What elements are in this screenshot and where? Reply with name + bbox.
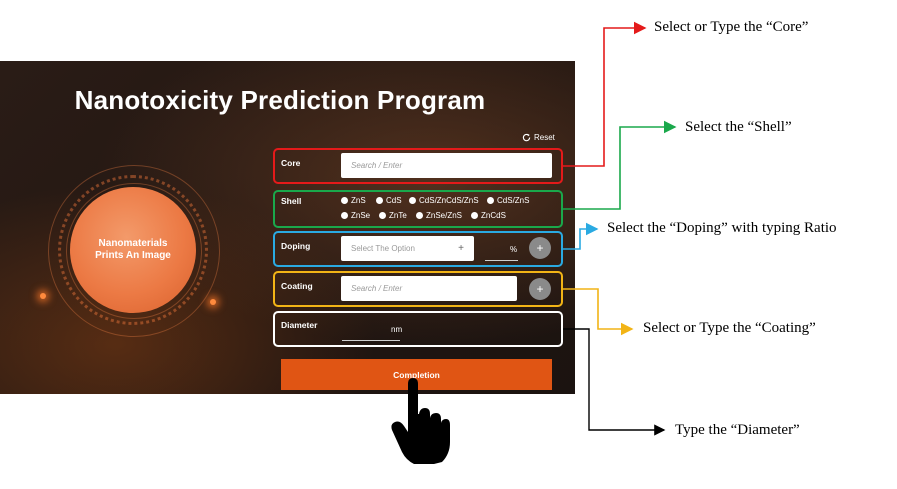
diameter-input[interactable] xyxy=(342,340,400,341)
radio-dot xyxy=(487,197,494,204)
hand-pointer-icon xyxy=(391,378,450,464)
shell-option-radio[interactable]: ZnCdS xyxy=(471,211,506,220)
page-title: Nanotoxicity Prediction Program xyxy=(74,85,486,115)
radio-dot xyxy=(341,212,348,219)
doping-ratio-input[interactable] xyxy=(485,260,518,261)
shell-option-radio[interactable]: ZnS xyxy=(341,196,366,205)
dotted-ring xyxy=(58,175,208,325)
doping-connector xyxy=(563,222,599,250)
shell-option-label: ZnSe xyxy=(351,211,371,220)
completion-label: Completion xyxy=(393,369,440,380)
coating-label: Coating xyxy=(281,281,313,291)
core-annotation: Select or Type the “Core” xyxy=(654,19,809,35)
shell-option-radio[interactable]: ZnSe xyxy=(341,211,370,220)
core-highlight-box xyxy=(273,148,563,184)
doping-add-button[interactable]: + xyxy=(529,237,551,259)
glow-dot xyxy=(40,293,46,299)
diameter-unit: nm xyxy=(391,325,403,334)
shell-option-label: CdS/ZnCdS/ZnS xyxy=(419,196,479,205)
plus-icon: + xyxy=(458,243,464,254)
core-connector xyxy=(563,21,647,167)
radio-dot xyxy=(341,197,348,204)
shell-option-radio[interactable]: ZnTe xyxy=(379,211,407,220)
plus-icon: + xyxy=(536,241,544,255)
glow-dot xyxy=(210,299,216,305)
doping-label: Doping xyxy=(281,241,311,251)
shell-option-radio[interactable]: ZnSe/ZnS xyxy=(416,211,462,220)
shell-option-label: CdS xyxy=(386,196,402,205)
coating-connector xyxy=(563,288,634,336)
shell-option-label: ZnTe xyxy=(389,211,407,220)
image-placeholder-text: Nanomaterials Prints An Image xyxy=(95,238,171,261)
refresh-icon xyxy=(522,133,531,142)
diameter-highlight-box xyxy=(273,311,563,347)
core-search-input[interactable]: Search / Enter xyxy=(341,153,552,178)
diameter-annotation: Type the “Diameter” xyxy=(675,422,800,438)
shell-annotation: Select the “Shell” xyxy=(685,119,792,135)
shell-highlight-box xyxy=(273,190,563,228)
shell-option-radio[interactable]: CdS/ZnS xyxy=(487,196,529,205)
radio-dot xyxy=(409,197,416,204)
shell-option-radio[interactable]: CdS xyxy=(376,196,402,205)
plus-icon: + xyxy=(536,282,544,296)
shell-option-label: CdS/ZnS xyxy=(497,196,530,205)
outer-ring xyxy=(48,165,220,337)
radio-dot xyxy=(376,197,383,204)
shell-option-label: ZnS xyxy=(351,196,366,205)
shell-label: Shell xyxy=(281,196,302,206)
doping-annotation: Select the “Doping” with typing Ratio xyxy=(607,220,837,236)
coating-add-button[interactable]: + xyxy=(529,278,551,300)
reset-button[interactable]: Reset xyxy=(522,133,555,142)
diameter-label: Diameter xyxy=(281,320,318,330)
doping-select[interactable]: Select The Option + xyxy=(341,236,474,261)
core-label: Core xyxy=(281,158,301,168)
shell-option-label: ZnSe/ZnS xyxy=(426,211,463,220)
radio-dot xyxy=(379,212,386,219)
radio-dot xyxy=(416,212,423,219)
radio-dot xyxy=(471,212,478,219)
shell-option-radio[interactable]: CdS/ZnCdS/ZnS xyxy=(409,196,479,205)
shell-connector xyxy=(563,120,677,210)
coating-highlight-box xyxy=(273,271,563,307)
reset-label: Reset xyxy=(534,133,555,142)
core-placeholder: Search / Enter xyxy=(351,161,403,170)
coating-placeholder: Search / Enter xyxy=(351,284,403,293)
diameter-connector xyxy=(563,328,666,436)
doping-select-placeholder: Select The Option xyxy=(351,244,415,253)
inner-ring xyxy=(66,183,202,319)
nanomaterial-image-placeholder: Nanomaterials Prints An Image xyxy=(70,187,196,313)
coating-search-input[interactable]: Search / Enter xyxy=(341,276,517,301)
shell-option-label: ZnCdS xyxy=(481,211,506,220)
doping-highlight-box xyxy=(273,231,563,267)
percent-unit: % xyxy=(510,245,518,254)
coating-annotation: Select or Type the “Coating” xyxy=(643,320,816,336)
